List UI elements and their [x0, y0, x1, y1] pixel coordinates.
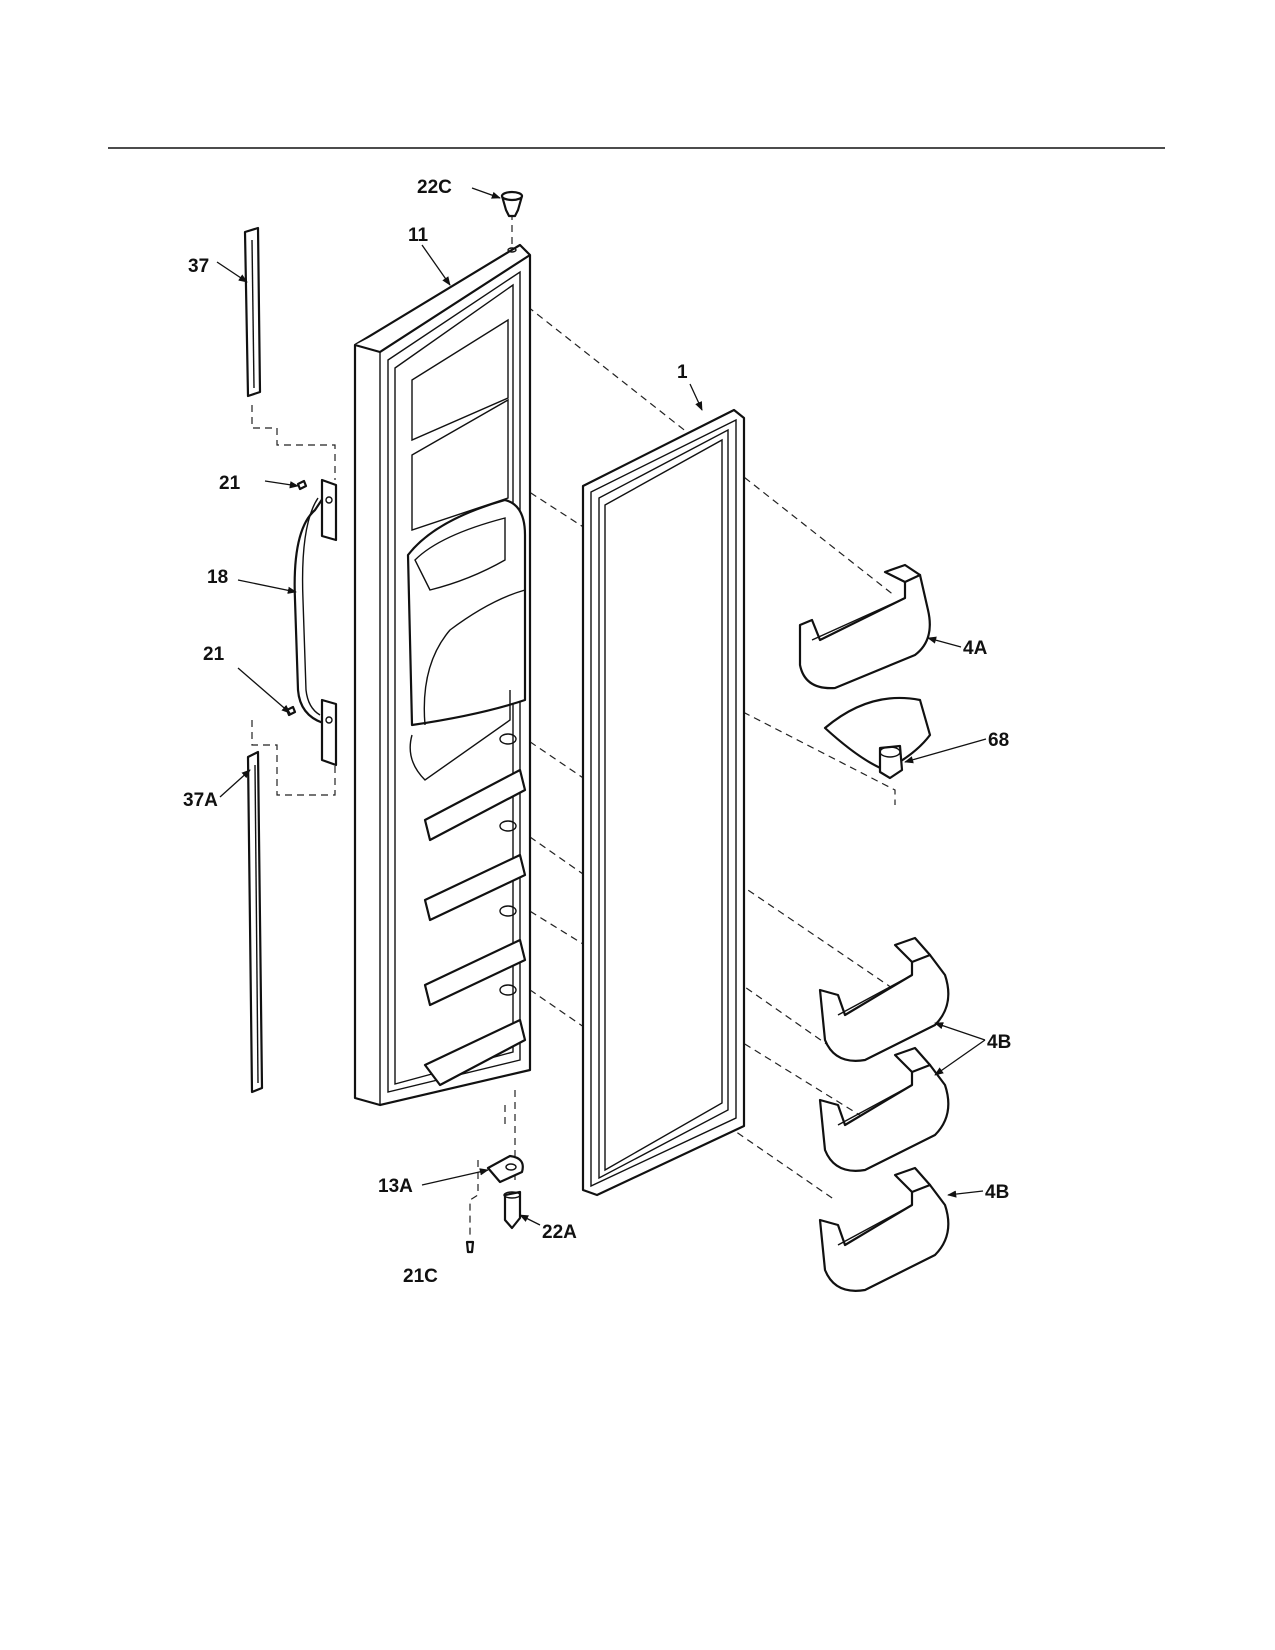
alignment-lines	[251, 201, 901, 1238]
door-bin-4b-1	[818, 936, 950, 1062]
door-bin-4a	[798, 563, 931, 690]
label-22a: 22A	[542, 1222, 577, 1243]
label-13a: 13A	[378, 1176, 413, 1197]
label-1: 1	[677, 362, 688, 383]
label-37: 37	[188, 256, 209, 277]
screw-21c	[465, 1240, 475, 1254]
gasket-1	[581, 408, 746, 1197]
label-18: 18	[207, 567, 228, 588]
label-21-top: 21	[219, 473, 241, 494]
label-4b-top: 4B	[987, 1032, 1011, 1053]
leader-lines	[216, 187, 987, 1226]
handle-18	[293, 478, 338, 767]
label-68: 68	[988, 730, 1009, 751]
label-4a: 4A	[963, 638, 988, 659]
door-bin-4b-3	[818, 1166, 950, 1292]
door-bin-4b-2	[818, 1046, 950, 1172]
label-21c: 21C	[403, 1266, 438, 1287]
trim-37	[243, 226, 262, 398]
bushing-22a	[503, 1190, 522, 1230]
trim-37a	[246, 750, 264, 1094]
label-37a: 37A	[183, 790, 218, 811]
label-4b-bottom: 4B	[985, 1182, 1009, 1203]
door-liner-11	[353, 243, 532, 1107]
label-22c: 22C	[417, 177, 452, 198]
hinge-bracket-13a	[486, 1154, 524, 1184]
plug-22c	[500, 190, 524, 218]
dispenser-cup-68	[823, 696, 932, 780]
label-11: 11	[408, 225, 429, 246]
screw-21-top	[296, 479, 308, 491]
label-21-bottom: 21	[203, 644, 225, 665]
